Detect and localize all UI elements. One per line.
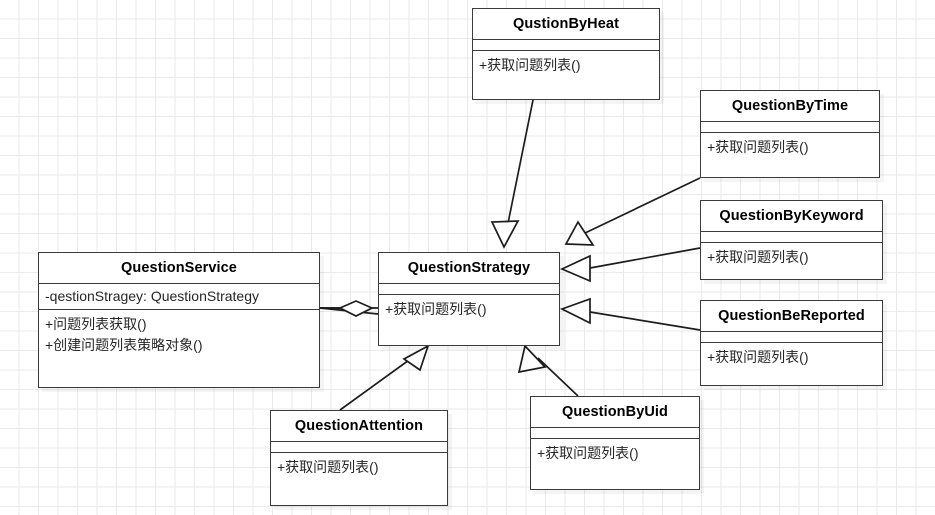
class-attributes-compartment: -qestionStragey: QuestionStrategy [39, 284, 319, 310]
class-title: QuestionBeReported [701, 301, 882, 332]
class-operation: +获取问题列表() [385, 301, 487, 317]
class-operations-compartment: +获取问题列表() [701, 243, 882, 274]
class-box-question-strategy[interactable]: QuestionStrategy +获取问题列表() [378, 252, 560, 346]
class-title: QuestionByTime [701, 91, 879, 122]
class-operations-compartment: +获取问题列表() [473, 51, 659, 82]
class-box-question-service[interactable]: QuestionService -qestionStragey: Questio… [38, 252, 320, 388]
class-title: QuestionAttention [271, 411, 447, 442]
class-operations-compartment: +获取问题列表() [379, 295, 559, 326]
class-operations-compartment: +问题列表获取() +创建问题列表策略对象() [39, 310, 319, 362]
class-title: QuestionByKeyword [701, 201, 882, 232]
class-title: QuestionStrategy [379, 253, 559, 284]
class-box-question-by-heat[interactable]: QustionByHeat +获取问题列表() [472, 8, 660, 100]
edge-generalization-heat [490, 99, 534, 249]
edge-generalization-keyword [559, 247, 701, 283]
class-attributes-compartment [271, 442, 447, 453]
class-title: QuestionService [39, 253, 319, 284]
class-operation: +获取问题列表() [277, 459, 379, 475]
class-box-question-by-time[interactable]: QuestionByTime +获取问题列表() [700, 90, 880, 178]
class-box-question-by-uid[interactable]: QuestionByUid +获取问题列表() [530, 396, 700, 490]
class-operations-compartment: +获取问题列表() [701, 133, 879, 164]
class-operation: +获取问题列表() [707, 249, 809, 265]
class-box-question-by-keyword[interactable]: QuestionByKeyword +获取问题列表() [700, 200, 883, 280]
class-operations-compartment: +获取问题列表() [701, 343, 882, 374]
class-operation: +创建问题列表策略对象() [45, 336, 203, 353]
edge-generalization-uid [517, 344, 579, 397]
edge-generalization-reported [559, 297, 701, 331]
edge-generalization-attention [339, 344, 430, 411]
class-attributes-compartment [701, 232, 882, 243]
class-attribute: -qestionStragey: QuestionStrategy [45, 288, 260, 304]
class-operation: +获取问题列表() [707, 139, 809, 155]
class-attributes-compartment [379, 284, 559, 295]
class-operations-compartment: +获取问题列表() [271, 453, 447, 484]
class-box-question-attention[interactable]: QuestionAttention +获取问题列表() [270, 410, 448, 506]
class-attributes-compartment [473, 40, 659, 51]
class-attributes-compartment [701, 122, 879, 133]
class-operations-compartment: +获取问题列表() [531, 439, 699, 470]
class-attributes-compartment [701, 332, 882, 343]
class-operation: +获取问题列表() [707, 349, 809, 365]
class-attributes-compartment [531, 428, 699, 439]
class-box-question-be-reported[interactable]: QuestionBeReported +获取问题列表() [700, 300, 883, 386]
class-operation: +获取问题列表() [537, 445, 639, 461]
class-operation: +问题列表获取() [45, 316, 147, 332]
class-operation: +获取问题列表() [479, 57, 581, 73]
class-title: QustionByHeat [473, 9, 659, 40]
class-title: QuestionByUid [531, 397, 699, 428]
edge-generalization-time [564, 177, 701, 246]
